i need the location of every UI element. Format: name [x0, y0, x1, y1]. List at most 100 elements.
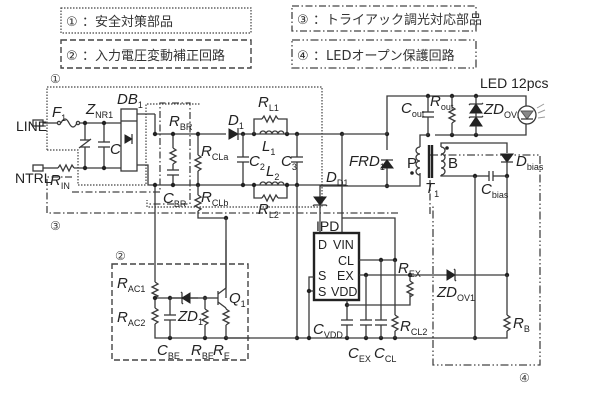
- rac2-label: RAC2: [117, 309, 145, 328]
- ipd-pin-vdd: VDD: [331, 285, 357, 299]
- region-2-boundary: [111, 263, 249, 361]
- legend-4-text: ：LEDオープン保護回路: [313, 48, 455, 64]
- led-icon: [517, 103, 546, 125]
- t1-label: T1: [425, 180, 439, 199]
- rac1-rac2-network: [150, 270, 297, 341]
- legend-1-text: ：安全対策部品: [82, 14, 173, 30]
- cex-label: CEX: [348, 345, 371, 364]
- ipd-pin-ex: EX: [337, 269, 354, 283]
- resistor-rbe: [200, 298, 210, 338]
- resistor-rcla: [193, 131, 203, 188]
- wire-s1: [308, 276, 314, 338]
- ipd-chip: [312, 231, 361, 302]
- zener-zdov2: [468, 96, 484, 135]
- region-1-marker: ①: [50, 72, 61, 86]
- rac1-label: RAC1: [117, 275, 145, 294]
- cbias-label: Cbias: [481, 181, 509, 200]
- resistor-rcl2: [390, 260, 400, 338]
- capacitor-c1: [98, 120, 110, 171]
- legend-2-text: ：入力電圧変動補正回路: [82, 48, 225, 64]
- capacitor-cbe: [164, 298, 176, 338]
- fuse-f1: [50, 118, 121, 128]
- rcla-label: RCLa: [201, 143, 228, 162]
- wire-vdd: [347, 294, 411, 306]
- legend-box-3: [291, 5, 477, 32]
- zener-zd1: [170, 291, 205, 305]
- zdov2-label: ZDOV2: [483, 101, 522, 120]
- region-1-inner-boundary: [47, 103, 200, 186]
- cbr-label: CBR: [163, 190, 187, 209]
- capacitor-cbias: [472, 171, 510, 181]
- zener-zdov1: [410, 268, 510, 282]
- resistor-rex: [405, 275, 415, 298]
- c2-label: C2: [249, 153, 265, 172]
- bias-top-wire: [440, 142, 508, 153]
- cvdd-label: CVDD: [313, 321, 343, 340]
- resistor-rclb: [193, 185, 229, 221]
- rb-label: RB: [513, 315, 530, 334]
- dd1-label: DD1: [326, 169, 348, 188]
- region-1-boundary: [46, 86, 323, 208]
- resistor-rb: [472, 275, 512, 341]
- ipd-pin-s2: S: [318, 285, 326, 299]
- varistor-znr1: [78, 120, 92, 171]
- region-3-marker: ③: [50, 219, 61, 233]
- region-3-inner-boundary: [72, 102, 191, 205]
- d1-label: D1: [228, 112, 244, 131]
- f1-label: F1: [52, 104, 66, 123]
- frd1-label: FRD1: [349, 153, 385, 172]
- pi-filter: [237, 114, 303, 203]
- zd1-label: ZD1: [177, 308, 203, 327]
- wire-vin-to-rex: [342, 217, 396, 260]
- zdov1-label: ZDOV1: [436, 284, 475, 303]
- legend-box-1: [60, 7, 252, 34]
- rl2-label: RL2: [258, 201, 279, 220]
- l1-label: L1: [262, 138, 275, 157]
- snubber-rbr-cbr: [167, 131, 179, 188]
- legend-2-number: ②: [66, 49, 78, 64]
- resistor-rout: [447, 96, 457, 135]
- ipd-pin-vin: VIN: [333, 238, 354, 252]
- diode-dbias: [500, 153, 514, 176]
- ntrl-label: NTRL: [15, 170, 52, 186]
- led-label: LED 12pcs: [480, 75, 548, 91]
- q1-label: Q1: [229, 290, 246, 309]
- transformer-t1: [387, 134, 449, 215]
- rcl2-label: RCL2: [400, 318, 427, 337]
- legend-box-4: [291, 39, 477, 69]
- legend-1-number: ①: [66, 15, 78, 30]
- legend-4-number: ④: [297, 49, 309, 64]
- legend-3-number: ③: [297, 13, 309, 28]
- capacitor-ccl: [375, 260, 387, 338]
- resistor-rin: [50, 163, 121, 173]
- rclb-label: RCLb: [201, 189, 228, 208]
- cbe-label: CBE: [157, 342, 180, 361]
- bias-bottom-wire: [440, 175, 475, 177]
- region-4-boundary: [430, 154, 541, 366]
- cout-label: Cout: [401, 100, 425, 119]
- rl1-label: RL1: [258, 94, 279, 113]
- capacitor-cex: [360, 275, 372, 338]
- legend-3-text: ：トライアック調光対応部品: [313, 13, 482, 28]
- primary-label: P: [407, 155, 417, 172]
- ipd-name: IPD: [316, 218, 339, 234]
- region-2-marker: ②: [115, 249, 126, 263]
- rin-label: RIN: [50, 172, 70, 191]
- rex-label: REX: [398, 260, 421, 279]
- diode-frd1: [339, 131, 394, 189]
- capacitor-cout: [422, 96, 434, 135]
- re-label: RE: [213, 342, 230, 361]
- region-4-marker: ④: [519, 371, 530, 385]
- rbr-label: RBR: [169, 113, 193, 132]
- transistor-q1: [205, 240, 250, 339]
- line-terminal: [32, 119, 50, 127]
- l2-label: L2: [266, 163, 279, 182]
- ntrl-terminal: [32, 164, 50, 172]
- znr1-label: ZNR1: [85, 101, 113, 120]
- c3-label: C3: [281, 153, 297, 172]
- bias-winding-label: B: [448, 155, 458, 172]
- capacitor-cvdd: [341, 316, 353, 338]
- bridge-rectifier-db1: [120, 108, 155, 186]
- rbe-label: RBE: [191, 342, 214, 361]
